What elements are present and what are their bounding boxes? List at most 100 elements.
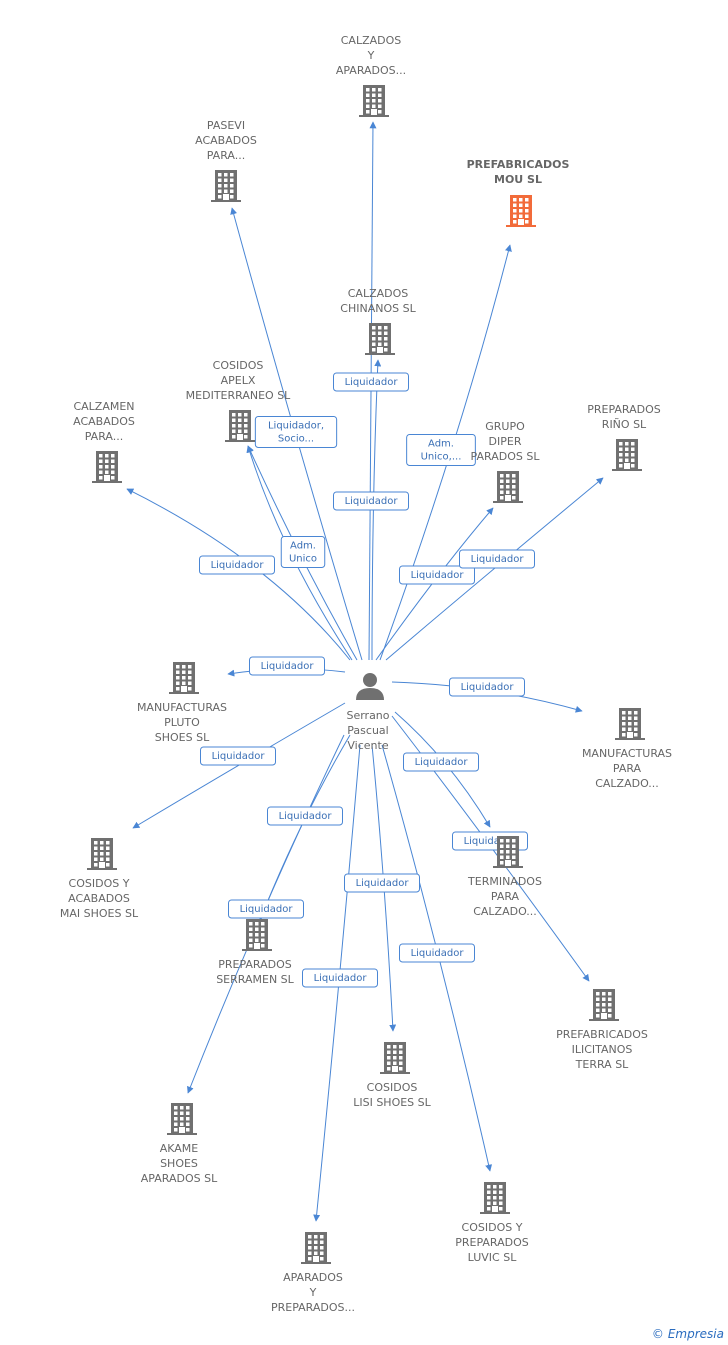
edge-label-text: Liquidador xyxy=(279,811,333,822)
company-label: CALZADO... xyxy=(595,777,659,790)
company-label: SERRAMEN SL xyxy=(216,973,294,986)
edge-label-calzamen[interactable]: Liquidador xyxy=(199,555,275,575)
building-icon xyxy=(380,1042,410,1074)
company-label: MANUFACTURAS xyxy=(137,701,227,714)
company-label: AKAME xyxy=(160,1142,199,1155)
edge-label-box xyxy=(399,565,475,585)
company-label: PARA xyxy=(613,762,642,775)
edge-label-box xyxy=(280,536,326,568)
person-label: Serrano xyxy=(346,709,389,722)
edge-label-manufacturas_pluto[interactable]: Liquidador xyxy=(249,656,325,676)
brand-logo: Empresia xyxy=(667,1327,724,1341)
edge-label-text: Unico xyxy=(289,554,317,565)
company-label: LUVIC SL xyxy=(468,1251,518,1264)
edge-label-cosidos_apelx[interactable]: Adm. Unico xyxy=(280,536,326,568)
edge-label-text: Liquidador xyxy=(314,973,368,984)
building-icon xyxy=(167,1103,197,1135)
company-label: CALZADO... xyxy=(473,905,537,918)
company-node-aparados_preparados[interactable]: APARADOS Y PREPARADOS... xyxy=(271,1232,355,1314)
building-icon xyxy=(359,85,389,117)
company-label: CALZAMEN xyxy=(73,400,134,413)
building-icon xyxy=(589,989,619,1021)
edge-label-text: Liquidador xyxy=(415,757,469,768)
edge-label-grupo_diper[interactable]: Liquidador xyxy=(399,565,475,585)
person-label: Vicente xyxy=(347,739,388,752)
company-label: PARA xyxy=(491,890,520,903)
edge-label-text: Liquidador xyxy=(411,570,465,581)
edge-label-text: Adm. xyxy=(290,541,316,552)
edge-label-manufacturas_calzado[interactable]: Liquidador xyxy=(449,677,525,697)
edge-label-preparados_rino[interactable]: Liquidador xyxy=(459,549,535,569)
company-label: PASEVI xyxy=(207,119,245,132)
company-label: APARADOS xyxy=(283,1271,343,1284)
company-label: APARADOS SL xyxy=(141,1172,218,1185)
company-label: ACABADOS xyxy=(73,415,135,428)
company-label: MANUFACTURAS xyxy=(582,747,672,760)
company-node-calzados_aparados[interactable]: CALZADOSYAPARADOS... xyxy=(336,34,406,117)
edge-label-box xyxy=(459,549,535,569)
edge-label-box xyxy=(249,656,325,676)
edge-label-akame[interactable]: Liquidador xyxy=(228,899,304,919)
edge-label-calzados_chinanos[interactable]: Liquidador xyxy=(333,372,409,392)
edge-label-text: Liquidador xyxy=(345,496,399,507)
edge-label-box xyxy=(267,806,343,826)
company-label: PARA... xyxy=(85,430,123,443)
edge-label-cosidos_mai[interactable]: Liquidador xyxy=(200,746,276,766)
edge-label-calzados_aparados[interactable]: Liquidador xyxy=(333,491,409,511)
company-node-calzamen[interactable]: CALZAMEN ACABADOS PARA... xyxy=(73,400,135,483)
company-label: CALZADOS xyxy=(341,34,402,47)
company-label: CALZADOS xyxy=(348,287,409,300)
company-label: ACABADOS xyxy=(68,892,130,905)
building-icon xyxy=(169,662,199,694)
company-label: PREPARADOS... xyxy=(271,1301,355,1314)
edge-to-cosidos_mai xyxy=(132,702,346,829)
company-node-terminados[interactable]: TERMINADOSPARACALZADO... xyxy=(467,836,542,918)
building-icon xyxy=(480,1182,510,1214)
edge-label-box xyxy=(333,491,409,511)
edge-label-cosidos_apelx[interactable]: Liquidador,Socio... xyxy=(254,416,338,448)
company-label: PLUTO xyxy=(164,716,200,729)
company-label: COSIDOS Y xyxy=(462,1221,523,1234)
edge-label-preparados_serramen[interactable]: Liquidador xyxy=(267,806,343,826)
edge-label-text: Liquidador xyxy=(461,682,515,693)
edge-label-cosidos_luvic[interactable]: Liquidador xyxy=(399,943,475,963)
person-icon xyxy=(356,673,384,700)
building-icon xyxy=(242,919,272,951)
edge-label-box xyxy=(406,434,476,466)
footer-brand[interactable]: ©Empresia xyxy=(652,1327,724,1341)
edge-label-box xyxy=(449,677,525,697)
company-label: Y xyxy=(309,1286,317,1299)
company-label: PREPARADOS xyxy=(587,403,661,416)
edge-label-cosidos_lisi[interactable]: Liquidador xyxy=(344,873,420,893)
company-node-manufacturas_calzado[interactable]: MANUFACTURAS PARA CALZADO... xyxy=(582,708,672,790)
company-label: ILICITANOS xyxy=(572,1043,633,1056)
edge-label-aparados_preparados[interactable]: Liquidador xyxy=(302,968,378,988)
edge-label-box xyxy=(333,372,409,392)
edge-label-text: Socio... xyxy=(278,434,314,445)
edge-label-box xyxy=(200,746,276,766)
edge-label-terminados[interactable]: Liquidador xyxy=(403,752,479,772)
company-label: COSIDOS Y xyxy=(69,877,130,890)
edge-label-text: Liquidador xyxy=(345,377,399,388)
company-label: DIPER xyxy=(489,435,522,448)
edge-label-text: Liquidador xyxy=(356,878,410,889)
edge-label-text: Unico,... xyxy=(421,452,462,463)
company-label: COSIDOS xyxy=(213,359,264,372)
edge-label-box xyxy=(344,873,420,893)
edge-label-prefabricados_mou[interactable]: Adm.Unico,... xyxy=(406,434,476,466)
company-node-pasevi[interactable]: PASEVIACABADOSPARA... xyxy=(195,119,257,202)
